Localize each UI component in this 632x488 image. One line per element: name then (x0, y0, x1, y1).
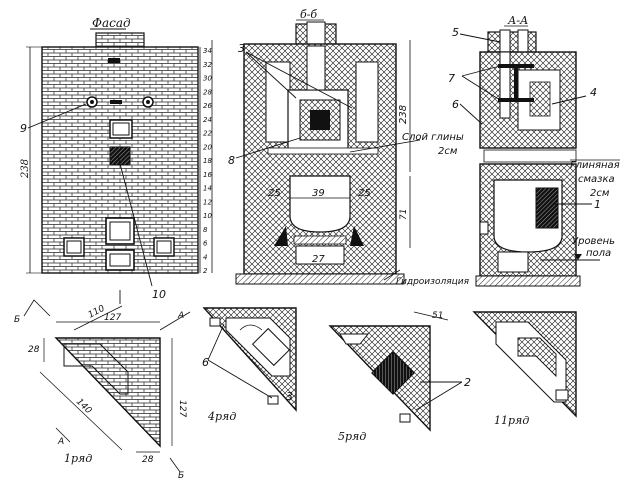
row4-callout-3: 3 (286, 390, 293, 403)
row1-dim-bottom: 28 (142, 455, 154, 465)
note-floor: Уровень (572, 236, 615, 247)
row1-mark-a-bottom: А (57, 437, 64, 447)
course-number: 6 (203, 240, 208, 248)
course-number: 22 (203, 130, 212, 138)
row1-dim-right: 127 (177, 400, 187, 417)
row5-callout-2: 2 (464, 376, 471, 389)
callout-1: 1 (594, 198, 601, 211)
course-number: 20 (203, 143, 212, 151)
plan-row-1: 127 110 28 140 127 28 Б А А Б 1ряд (14, 290, 191, 481)
row1-dim-left: 28 (28, 345, 40, 355)
facade-cleanout-door (109, 119, 133, 139)
row1-mark-b-bottom: Б (178, 471, 184, 481)
dim-left-wall: 25 (268, 188, 281, 199)
course-number: 32 (203, 61, 212, 69)
course-number: 10 (203, 212, 212, 220)
callout-3: 3 (238, 42, 245, 55)
course-number: 8 (203, 226, 208, 234)
course-number: 16 (203, 171, 212, 179)
course-number: 34 (203, 47, 212, 55)
course-number: 12 (203, 198, 212, 206)
callout-4: 4 (590, 86, 597, 99)
note-waterproofing: Гидроизоляция (396, 277, 470, 287)
note-clay-coating-2: смазка (578, 174, 615, 185)
facade-chimney (95, 32, 145, 48)
row1-title: 1ряд (64, 452, 92, 465)
row1-mark-b-top: Б (14, 315, 20, 325)
row1-dim-diagonal: 140 (74, 397, 94, 416)
callout-9: 9 (20, 122, 27, 135)
course-number: 18 (203, 157, 212, 165)
row5-dim-side: 51 (432, 311, 443, 321)
course-number: 14 (203, 185, 212, 193)
callout-5: 5 (452, 26, 459, 39)
note-floor-2: пола (586, 248, 611, 259)
row1-mark-a-top: А (177, 311, 184, 321)
callout-10: 10 (152, 288, 166, 301)
section-aa-title: А-А (507, 14, 528, 27)
row1-dim-top-outer: 127 (104, 313, 121, 323)
course-number: 26 (203, 102, 212, 110)
section-aa-view: А-А 5 7 6 4 1 Гл (448, 14, 620, 287)
dim-firebox: 39 (312, 188, 325, 199)
course-number: 4 (203, 253, 207, 261)
note-clay-coating: Глиняная (570, 160, 620, 171)
plan-row-4: 6 3 4ряд (202, 307, 297, 423)
section-bb-firebox (289, 175, 351, 233)
note-clay-coating-3: 2см (590, 188, 610, 199)
section-bb-title: б-б (300, 8, 317, 21)
note-clay-thickness: 2см (438, 146, 458, 157)
dim-ash: 27 (312, 254, 325, 265)
section-bb-view: б-б 25 39 25 27 71 238 (228, 8, 470, 287)
course-number: 2 (203, 267, 208, 275)
course-number-scale: 34 32 30 28 26 24 22 20 18 16 14 12 10 8 6 4 2 (203, 47, 212, 275)
course-number: 30 (203, 75, 212, 83)
course-number: 24 (203, 116, 212, 124)
facade-view: Фасад 238 34 32 30 2 (20, 16, 212, 301)
callout-8: 8 (228, 154, 235, 167)
dim-chamber: 71 (399, 209, 409, 220)
row4-title: 4ряд (207, 410, 236, 423)
facade-ash-door (105, 249, 135, 271)
dim-right-wall: 25 (358, 188, 371, 199)
course-number: 28 (203, 88, 212, 96)
section-bb-foundation (235, 273, 405, 285)
facade-height-dim: 238 (20, 159, 31, 179)
row4-callout-6: 6 (202, 356, 209, 369)
row11-title: 11ряд (494, 414, 529, 427)
section-bb-height-dim: 238 (398, 105, 409, 124)
plan-row-1-shape (54, 337, 161, 448)
plan-row-11: 11ряд (472, 311, 577, 427)
facade-title: Фасад (92, 16, 131, 30)
callout-6-aa: 6 (452, 98, 459, 111)
note-clay: Слой глины (402, 132, 464, 143)
callout-7: 7 (448, 72, 455, 85)
plan-row-5: 51 2 5ряд (328, 311, 471, 443)
row5-title: 5ряд (338, 430, 366, 443)
